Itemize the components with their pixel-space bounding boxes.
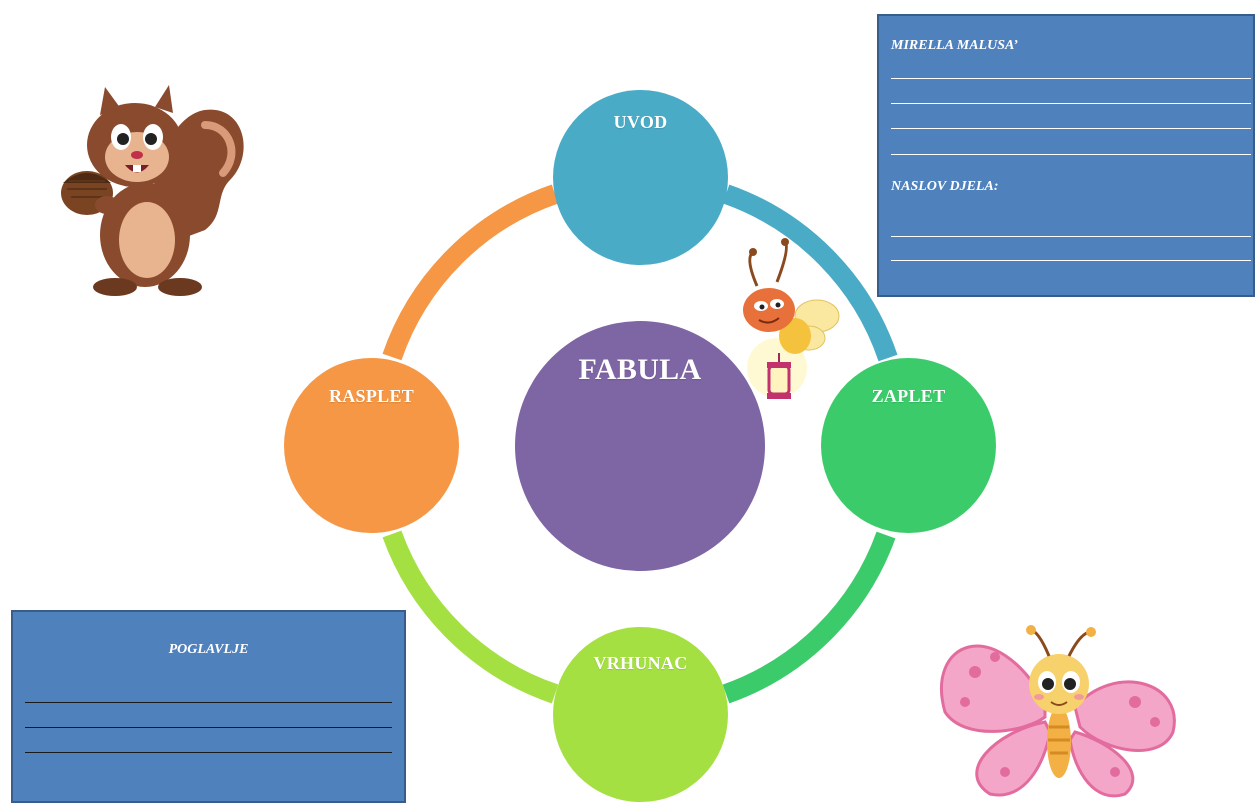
stage-rasplet: RASPLET <box>284 358 459 533</box>
write-line[interactable] <box>891 78 1251 79</box>
write-line[interactable] <box>891 103 1251 104</box>
write-line[interactable] <box>25 727 392 728</box>
stage-uvod: UVOD <box>553 90 728 265</box>
arc-uvod-zaplet <box>722 184 898 362</box>
write-line[interactable] <box>891 236 1251 237</box>
arc-zaplet-vrhunac <box>722 531 896 704</box>
write-line[interactable] <box>891 154 1251 155</box>
stage-zaplet-label: ZAPLET <box>871 386 946 406</box>
center-fabula-label: FABULA <box>578 353 702 386</box>
stage-rasplet-label: RASPLET <box>328 386 415 406</box>
chapter-box: POGLAVLJE <box>11 610 406 803</box>
butterfly-icon <box>940 625 1176 798</box>
center-fabula: FABULA <box>515 321 765 571</box>
squirrel-icon <box>61 85 244 296</box>
write-line[interactable] <box>25 702 392 703</box>
write-line[interactable] <box>891 128 1251 129</box>
arc-rasplet-uvod <box>382 184 559 361</box>
stage-vrhunac: VRHUNAC <box>553 627 728 802</box>
author-name: MIRELLA MALUSA’ <box>891 38 1018 53</box>
write-line[interactable] <box>891 260 1251 261</box>
stage-vrhunac-label: VRHUNAC <box>593 653 688 673</box>
write-line[interactable] <box>25 752 392 753</box>
stage-zaplet: ZAPLET <box>821 358 996 533</box>
chapter-label: POGLAVLJE <box>168 642 249 657</box>
author-title-box: MIRELLA MALUSA’ NASLOV DJELA: <box>877 14 1255 297</box>
stage-uvod-label: UVOD <box>613 112 668 132</box>
arc-vrhunac-rasplet <box>382 530 559 704</box>
firefly-icon <box>743 238 840 399</box>
book-title-label: NASLOV DJELA: <box>891 179 999 194</box>
